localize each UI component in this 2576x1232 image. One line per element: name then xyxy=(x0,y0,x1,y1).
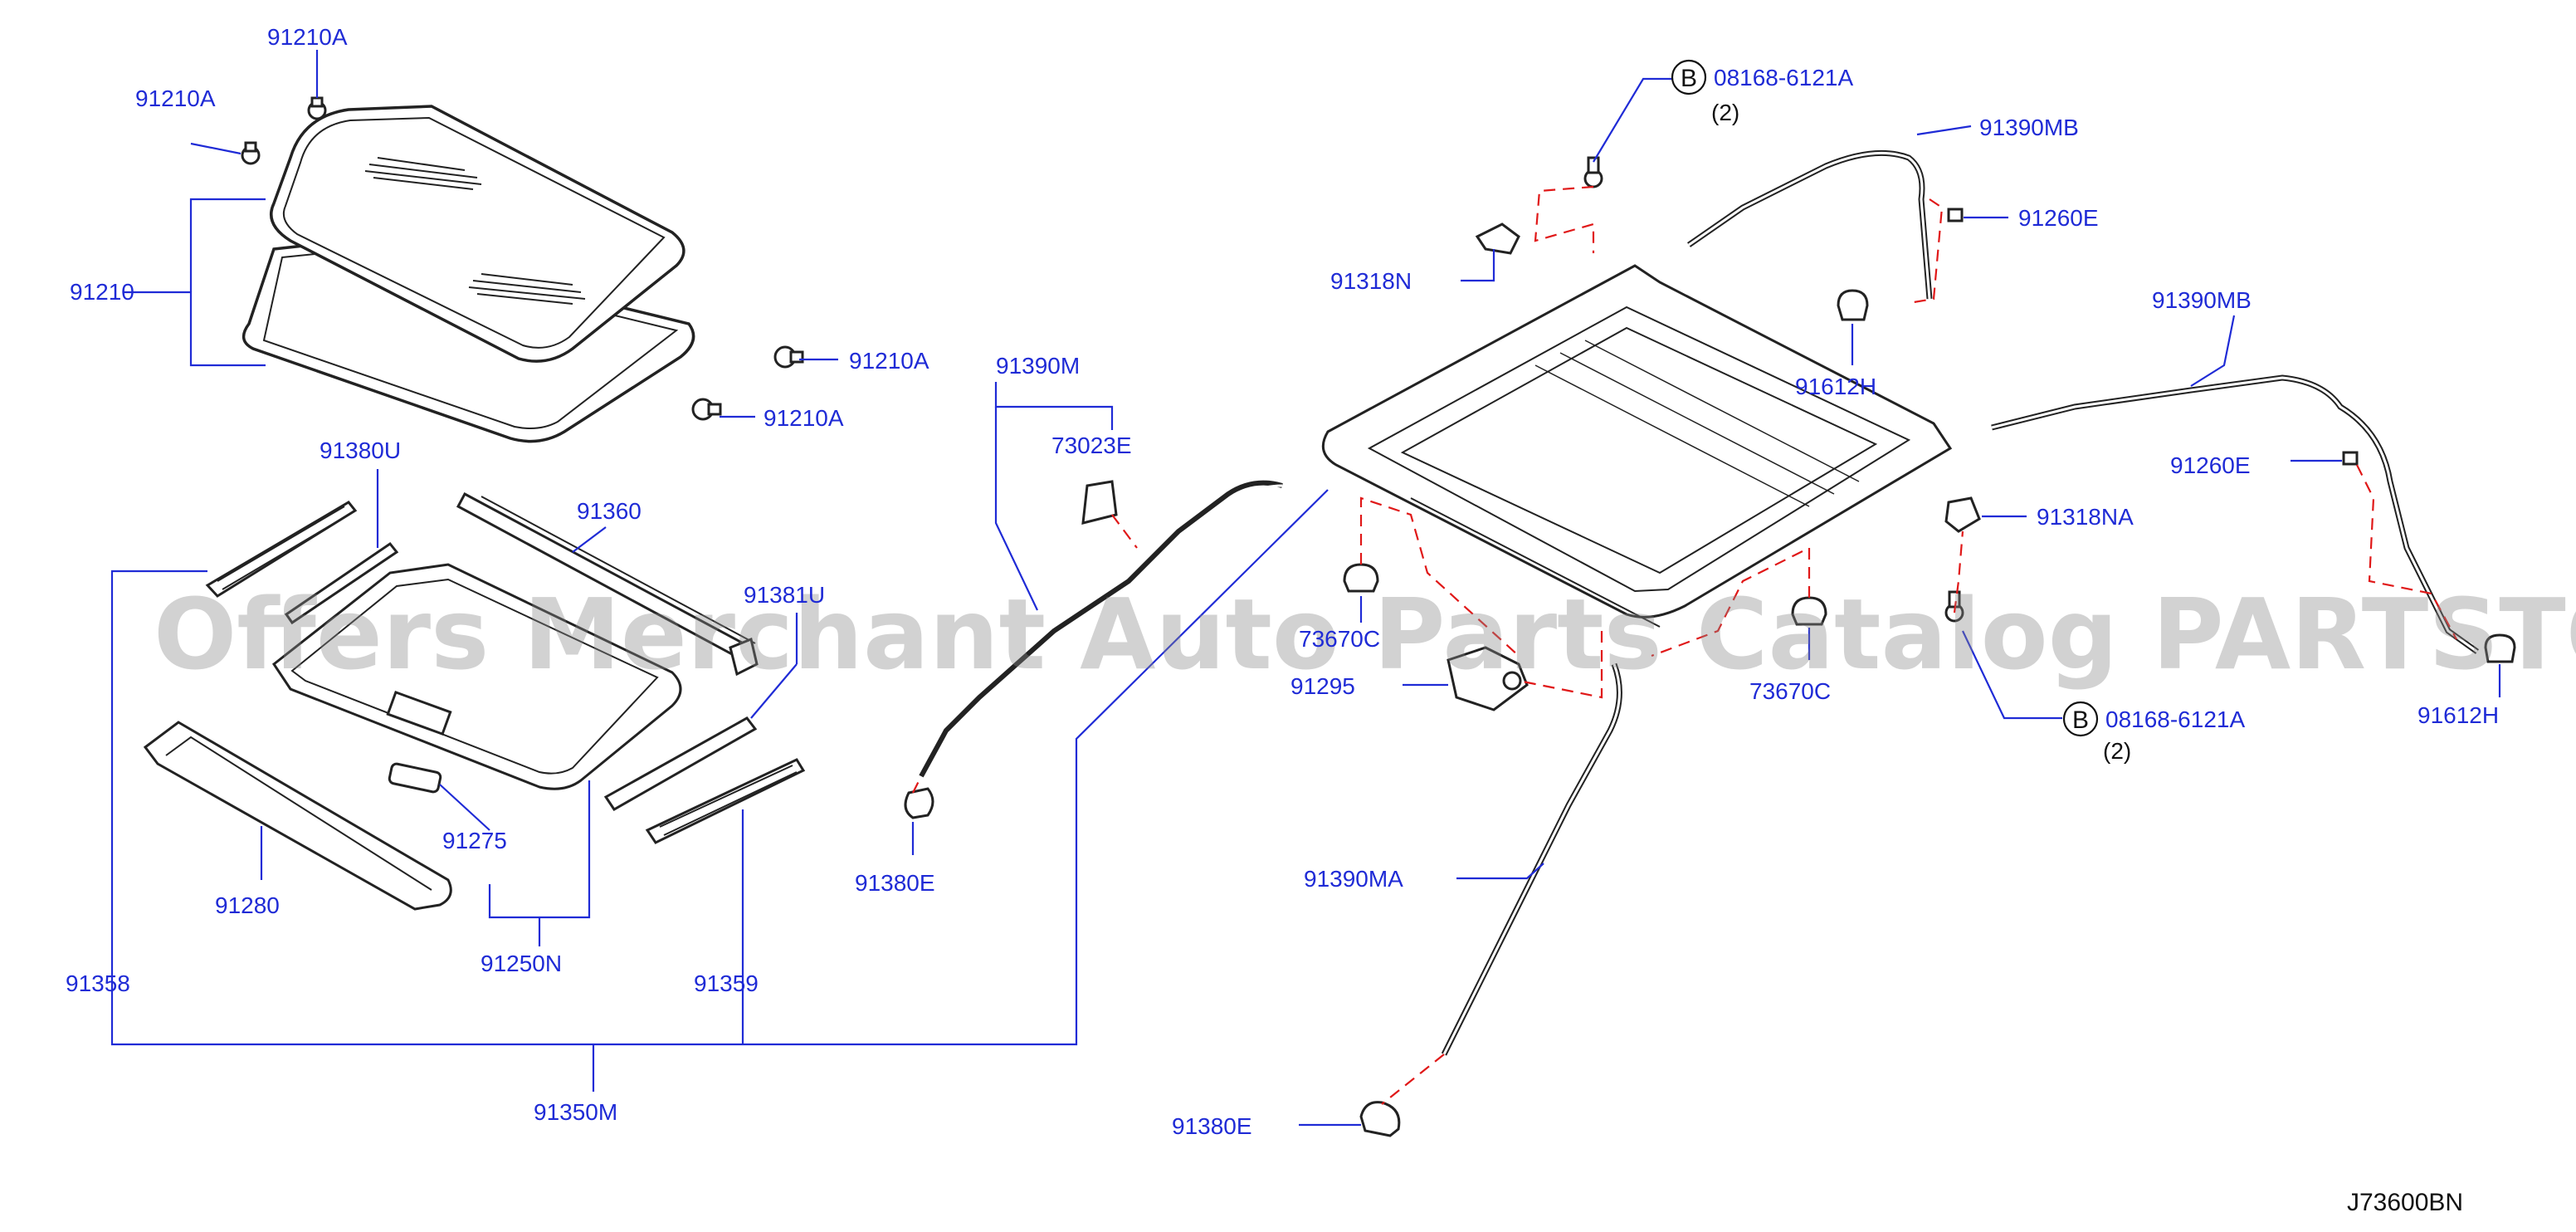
label-91358[interactable]: 91358 xyxy=(66,970,130,996)
diagram-code: J73600BN xyxy=(2347,1189,2463,1216)
grommet-91612H-lower xyxy=(2484,633,2516,663)
label-73670C-right[interactable]: 73670C xyxy=(1749,678,1831,704)
part-labels: 91210A 91210A 91210A 91210A 91210 91380U… xyxy=(66,24,2499,1216)
bolt-symbol-circle xyxy=(1671,59,1707,95)
bolt-symbol-circle xyxy=(2062,701,2099,737)
label-91390M[interactable]: 91390M xyxy=(996,353,1080,379)
glass-weatherstrip xyxy=(242,239,695,443)
grommet-91380E-lower xyxy=(1359,1101,1401,1137)
drain-hose-91390M xyxy=(904,480,1283,819)
label-91210A-right-b[interactable]: 91210A xyxy=(764,405,844,431)
bracket-91318NA xyxy=(1944,496,1981,533)
qty-08168-lower: (2) xyxy=(2103,738,2131,764)
label-91360[interactable]: 91360 xyxy=(577,498,642,524)
label-91390MA[interactable]: 91390MA xyxy=(1304,866,1403,892)
label-91381U[interactable]: 91381U xyxy=(744,582,825,608)
glass-hatch-marks xyxy=(364,157,586,305)
handle-91275-slot xyxy=(386,690,452,736)
clip-91260E-lower xyxy=(2342,451,2359,466)
clip-91260E-upper xyxy=(1947,208,1964,222)
grommet-91380E-upper xyxy=(904,787,934,819)
watermark: Offers Merchant Auto Parts Catalog PARTS… xyxy=(154,577,2576,692)
label-91260E-lower[interactable]: 91260E xyxy=(2170,452,2251,478)
label-91380E-upper[interactable]: 91380E xyxy=(855,870,935,896)
label-91210[interactable]: 91210 xyxy=(70,279,134,305)
leader-lines xyxy=(110,50,2501,1127)
label-91260E-upper[interactable]: 91260E xyxy=(2018,205,2099,231)
sunshade-91280 xyxy=(143,721,452,911)
bolt-symbol-letter: B xyxy=(2072,706,2089,734)
label-91250N[interactable]: 91250N xyxy=(481,951,562,976)
label-91295[interactable]: 91295 xyxy=(1290,673,1355,699)
label-91612H-upper[interactable]: 91612H xyxy=(1795,374,1876,399)
label-91390MB-upper[interactable]: 91390MB xyxy=(1979,115,2079,140)
rail-91359 xyxy=(645,758,806,844)
motor-91295 xyxy=(1447,646,1529,711)
sunroof-frame-assembly xyxy=(1321,156,1981,711)
bolt-callout-lower[interactable]: B 08168-6121A (2) xyxy=(2062,701,2245,764)
bolt-symbol-letter: B xyxy=(1681,65,1697,92)
label-91318NA[interactable]: 91318NA xyxy=(2037,504,2134,530)
bolt-91210A-right-b xyxy=(691,398,722,421)
label-91275[interactable]: 91275 xyxy=(442,828,507,853)
sunroof-frame xyxy=(1321,264,1953,618)
label-91390MB-lower[interactable]: 91390MB xyxy=(2152,287,2252,313)
label-91210A-right-a[interactable]: 91210A xyxy=(849,348,929,374)
bolt-callout-upper[interactable]: B 08168-6121A (2) xyxy=(1671,59,1853,125)
label-91612H-lower[interactable]: 91612H xyxy=(2417,702,2499,728)
bracket-91318N xyxy=(1475,222,1520,255)
sunshade-and-rails xyxy=(143,491,806,911)
strip-91381U xyxy=(603,716,758,811)
label-08168-lower: 08168-6121A xyxy=(2105,706,2245,732)
label-91350M[interactable]: 91350M xyxy=(534,1099,617,1125)
sunshade-frame-91250N xyxy=(271,563,682,790)
rail-91358 xyxy=(205,501,358,598)
label-91380E-lower[interactable]: 91380E xyxy=(1172,1113,1252,1139)
handle-91275 xyxy=(388,762,442,794)
bolt-91210A-right-a xyxy=(773,345,804,369)
bolt-91210A-top xyxy=(307,96,327,120)
bolt-08168-upper xyxy=(1583,156,1603,188)
label-91380U[interactable]: 91380U xyxy=(320,438,401,463)
grommet-91612H-upper xyxy=(1837,289,1869,321)
bolt-91210A-left xyxy=(241,141,261,165)
grommet-73670C-right xyxy=(1791,596,1827,626)
strip-91380U xyxy=(284,541,399,625)
assembly-guide-lines xyxy=(912,185,2457,1105)
clip-73023E xyxy=(1081,480,1118,525)
label-91210A-top[interactable]: 91210A xyxy=(267,24,348,50)
label-91318N[interactable]: 91318N xyxy=(1330,268,1412,294)
label-91280[interactable]: 91280 xyxy=(215,892,280,918)
label-73023E[interactable]: 73023E xyxy=(1051,433,1132,458)
sunroof-glass-assembly xyxy=(241,96,804,443)
label-08168-upper: 08168-6121A xyxy=(1714,65,1853,90)
qty-08168-upper: (2) xyxy=(1711,100,1739,125)
label-91210A-left[interactable]: 91210A xyxy=(135,86,216,111)
grommet-73670C-left xyxy=(1343,563,1379,593)
drain-hoses-right xyxy=(1359,149,2516,1137)
label-73670C-left[interactable]: 73670C xyxy=(1299,626,1380,652)
label-91359[interactable]: 91359 xyxy=(694,970,759,996)
